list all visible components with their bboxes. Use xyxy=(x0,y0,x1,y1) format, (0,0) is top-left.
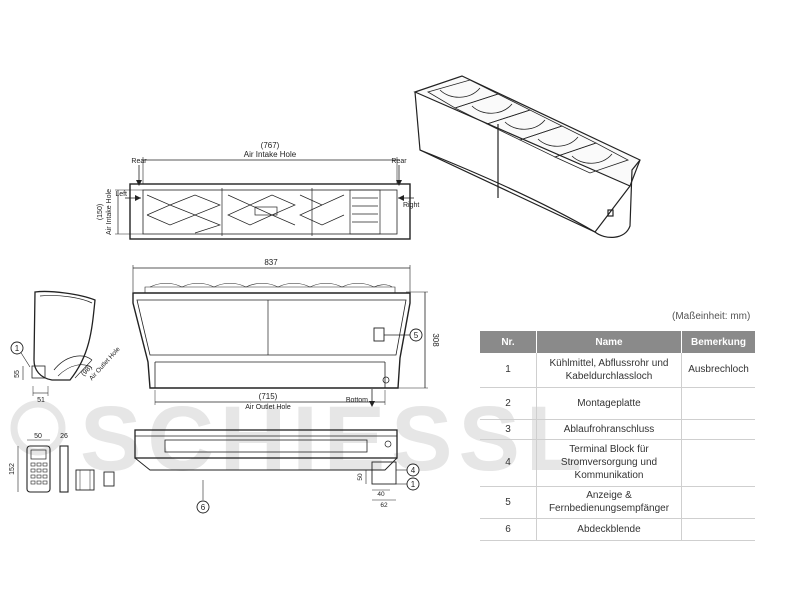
side-dim-55: 55 xyxy=(14,370,21,378)
table-row: 4 Terminal Block für Stromversorgung und… xyxy=(480,439,755,487)
callout-5-circle xyxy=(409,328,423,342)
parts-table: Nr. Name Bemerkung 1 Kühlmittel, Abfluss… xyxy=(480,331,755,541)
cell-name: Kühlmittel, Abflussrohr und Kabeldurchla… xyxy=(536,353,682,388)
callout-1a-circle xyxy=(10,341,24,355)
cell-nr: 2 xyxy=(480,387,537,420)
side-dim-51: 51 xyxy=(37,397,45,404)
front-height-label: 308 xyxy=(431,333,440,347)
bottom-view xyxy=(134,429,408,501)
watermark-icon xyxy=(10,400,66,456)
outlet-width-label: (715) xyxy=(259,392,278,401)
cell-remark xyxy=(681,518,755,541)
right-arrow xyxy=(398,195,404,201)
bottom-label: Bottom xyxy=(346,397,368,404)
callout-4: 4 xyxy=(411,466,416,475)
cell-remark xyxy=(681,486,755,519)
cell-name: Montageplatte xyxy=(536,387,682,420)
header-remark: Bemerkung xyxy=(681,331,755,353)
remote-control xyxy=(17,439,115,493)
table-row: 1 Kühlmittel, Abflussrohr und Kabeldurch… xyxy=(480,353,755,388)
cell-name: Abdeckblende xyxy=(536,518,682,541)
right-label: Right xyxy=(403,202,419,209)
rear-right-label: Rear xyxy=(391,158,407,165)
callout-1b: 1 xyxy=(411,480,416,489)
callout-5: 5 xyxy=(414,331,419,340)
cell-name: Terminal Block für Stromversorgung und K… xyxy=(536,439,682,487)
cell-remark xyxy=(681,419,755,440)
air-intake-hole-label: Air Intake Hole xyxy=(244,150,297,159)
top-view xyxy=(115,157,414,240)
isometric-unit-view xyxy=(413,75,641,238)
bottom-dim-50: 50 xyxy=(357,473,364,481)
intake-height-label: (150) xyxy=(97,204,104,220)
rear-left-label: Rear xyxy=(131,158,147,165)
bottom-dim-40: 40 xyxy=(377,491,385,498)
rear-right-arrow xyxy=(396,180,402,186)
unit-note: (Maßeinheit: mm) xyxy=(672,311,751,322)
top-width-label: (767) xyxy=(261,141,280,150)
remote-height-label: 152 xyxy=(9,463,16,475)
left-arrow xyxy=(135,195,141,201)
left-label: Left xyxy=(115,191,127,198)
table-row: 5 Anzeige & Fernbedienungsempfänger xyxy=(480,486,755,519)
callout-6-circle xyxy=(196,500,210,514)
cell-remark xyxy=(681,387,755,420)
callout-6: 6 xyxy=(201,503,206,512)
side-air-outlet-label: Air Outlet Hole xyxy=(88,346,122,382)
cell-nr: 6 xyxy=(480,518,537,541)
intake-side-label: Air Intake Hole xyxy=(106,189,113,235)
cell-nr: 4 xyxy=(480,439,537,487)
cell-nr: 1 xyxy=(480,353,537,388)
table-row: 2 Montageplatte xyxy=(480,387,755,420)
callout-1b-circle xyxy=(406,477,420,491)
table-row: 6 Abdeckblende xyxy=(480,518,755,541)
remote-depth-label: 26 xyxy=(60,433,68,440)
cell-nr: 3 xyxy=(480,419,537,440)
front-view xyxy=(132,265,428,405)
cell-remark: Ausbrechloch xyxy=(681,353,755,388)
bottom-dim-62: 62 xyxy=(380,502,388,509)
callout-1a: 1 xyxy=(15,344,20,353)
table-header-row: Nr. Name Bemerkung xyxy=(480,331,755,353)
remote-width-label: 50 xyxy=(34,433,42,440)
cell-remark xyxy=(681,439,755,487)
rear-left-arrow xyxy=(136,180,142,186)
cell-nr: 5 xyxy=(480,486,537,519)
front-width-label: 837 xyxy=(264,258,278,267)
bottom-arrow xyxy=(369,401,375,407)
header-nr: Nr. xyxy=(480,331,537,353)
cell-name: Ablaufrohranschluss xyxy=(536,419,682,440)
cell-name: Anzeige & Fernbedienungsempfänger xyxy=(536,486,682,519)
air-outlet-hole-label: Air Outlet Hole xyxy=(245,404,291,411)
table-row: 3 Ablaufrohranschluss xyxy=(480,419,755,440)
side-view xyxy=(17,290,96,396)
header-name: Name xyxy=(536,331,682,353)
callout-4-circle xyxy=(406,463,420,477)
